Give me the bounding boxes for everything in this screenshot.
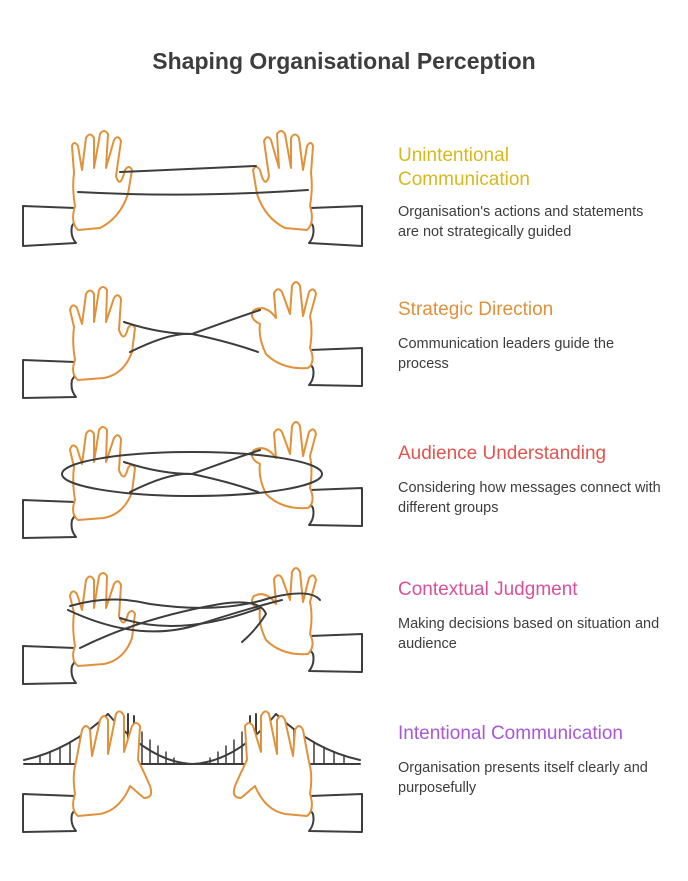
- open-hands-loose-string-icon: [22, 130, 363, 247]
- step-audience-understanding: Audience Understanding Considering how m…: [0, 414, 688, 554]
- hands-tangled-string-icon: [22, 567, 363, 685]
- step-title: Contextual Judgment: [398, 579, 578, 600]
- step-description: Organisation presents itself clearly and…: [398, 760, 648, 796]
- step-description: Communication leaders guide the process: [398, 336, 615, 372]
- step-title: Audience Understanding: [398, 443, 607, 464]
- step-title: Strategic Direction: [398, 299, 554, 320]
- hands-string-loop-icon: [22, 421, 363, 539]
- step-description: Organisation's actions and statements ar…: [398, 204, 644, 240]
- hands-crossed-string-icon: [22, 281, 363, 399]
- step-description: Considering how messages connect with di…: [398, 480, 661, 516]
- step-title: Intentional Communication: [398, 723, 623, 744]
- step-strategic-direction: Strategic Direction Communication leader…: [0, 272, 688, 412]
- step-intentional-communication: Intentional Communication Organisation p…: [0, 706, 688, 846]
- page-title: Shaping Organisational Perception: [152, 48, 536, 74]
- hands-bridge-icon: [22, 710, 363, 833]
- step-description: Making decisions based on situation and …: [398, 616, 660, 652]
- step-contextual-judgment: Contextual Judgment Making decisions bas…: [0, 558, 688, 698]
